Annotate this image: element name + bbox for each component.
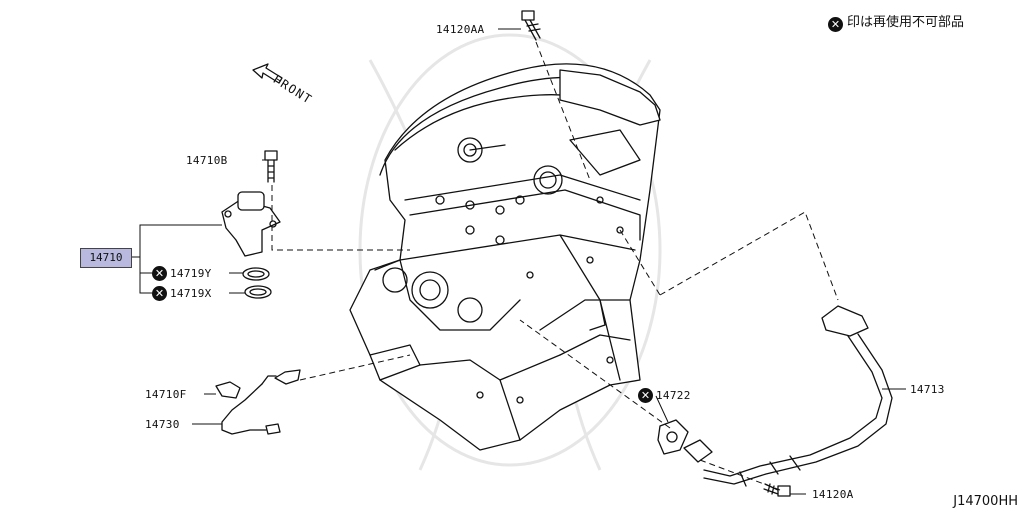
- engine-block: [349, 63, 661, 451]
- gasket-14719Y: [242, 267, 270, 281]
- part-label-14710B[interactable]: 14710B: [186, 154, 228, 167]
- sensor-14710: [221, 191, 281, 257]
- tube-14713: [683, 305, 893, 487]
- dashed-install-lines: [271, 41, 839, 491]
- front-arrow-icon: [252, 63, 283, 84]
- note-text: 印は再使用不可部品: [847, 15, 965, 30]
- harness-14730: [221, 369, 301, 435]
- part-label-14120AA[interactable]: 14120AA: [436, 23, 485, 36]
- part-label-14120A[interactable]: 14120A: [812, 488, 854, 501]
- non-reusable-note: ✕ 印は再使用不可部品: [828, 11, 964, 32]
- clip-14710F: [215, 381, 241, 399]
- leader-lines: [131, 28, 906, 495]
- bolt-14120A: [763, 483, 791, 497]
- gasket-14719X: [244, 285, 272, 299]
- part-label-14710[interactable]: 14710: [80, 248, 132, 268]
- gasket-14722: [657, 419, 689, 455]
- bolt-14710B: [264, 150, 278, 183]
- part-label-14719Y[interactable]: 14719Y: [170, 267, 212, 280]
- bolt-14120AA: [521, 10, 541, 41]
- part-label-14710F[interactable]: 14710F: [145, 388, 187, 401]
- part-label-14713[interactable]: 14713: [910, 383, 945, 396]
- diagram-code: J14700HH: [953, 494, 1018, 509]
- part-label-14722[interactable]: 14722: [656, 389, 691, 402]
- x-circle-icon: ✕: [828, 17, 843, 32]
- part-label-14719X[interactable]: 14719X: [170, 287, 212, 300]
- part-label-14730[interactable]: 14730: [145, 418, 180, 431]
- x-circle-icon: ✕: [638, 388, 653, 403]
- x-circle-icon: ✕: [152, 266, 167, 281]
- x-circle-icon: ✕: [152, 286, 167, 301]
